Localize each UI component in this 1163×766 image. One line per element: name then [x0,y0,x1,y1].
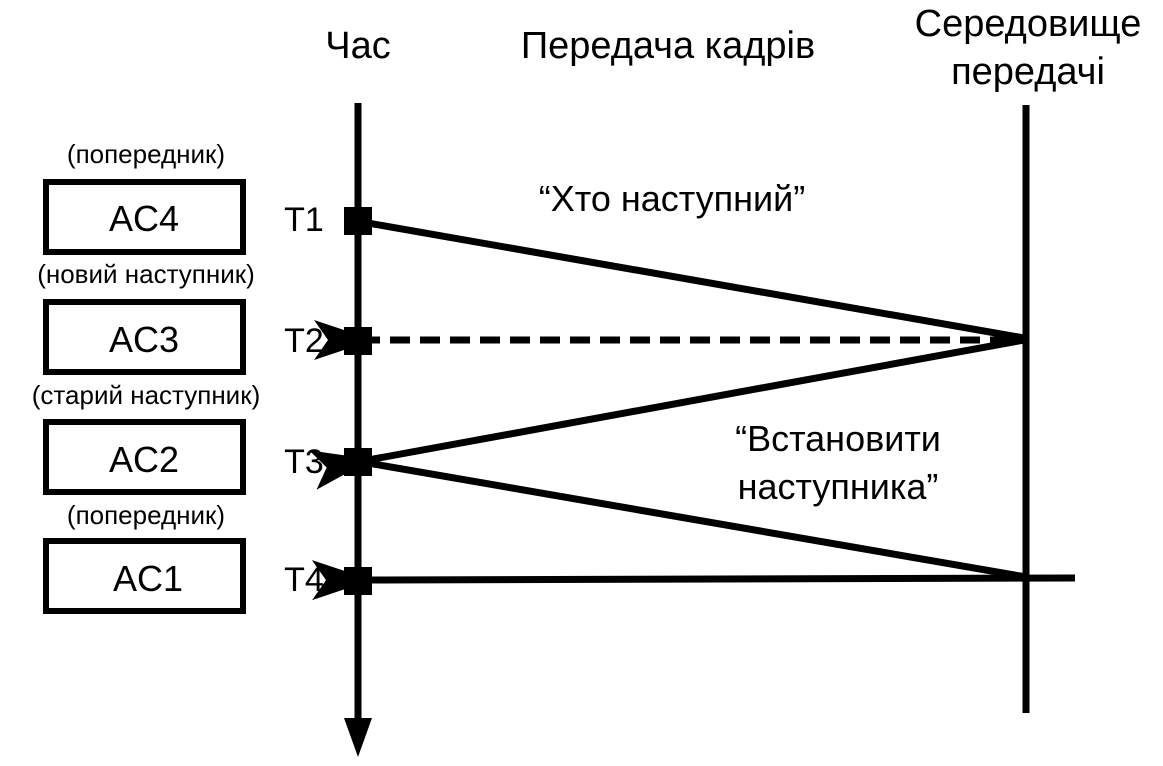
t2-marker [344,327,372,355]
station-ac1: AC1 [43,538,246,614]
set-next-arrow [309,336,1025,490]
set-next-message-line2: наступника” [738,466,939,507]
station-ac4-box [43,179,246,255]
time-axis-arrow-icon [344,718,372,757]
station-ac1-box [43,538,246,614]
t3-to-medium-line [361,458,1027,581]
station-ac3-role: (новий наступник) [37,259,255,289]
station-ac2-role: (старий наступник) [32,380,260,410]
t2-label: T2 [284,322,324,360]
station-ac4-role: (попередник) [67,139,225,169]
medium-header-line2: передачі [951,51,1105,93]
station-ac3: AC3 [43,299,246,375]
t1-marker [344,207,372,235]
time-header: Час [325,25,390,67]
t4-arrow [311,560,1076,601]
station-ac3-name: AC3 [109,319,179,360]
station-ac1-name: AC1 [113,558,183,599]
station-ac1-role: (попередник) [67,500,225,530]
set-next-message-line1: “Встановити [735,418,941,459]
station-ac2: AC2 [43,419,246,495]
t4-marker [344,567,372,595]
station-ac4-name: AC4 [109,198,179,239]
station-ac2-name: AC2 [109,439,179,480]
t3-marker [344,448,372,476]
t1-label: T1 [284,201,324,239]
station-ac4: AC4 [43,179,246,255]
station-ac2-box [43,419,246,495]
station-ac3-box [43,299,246,375]
who-next-line [361,218,1025,342]
medium-header-line1: Середовище [915,3,1142,45]
t4-label: T4 [284,561,324,599]
t3-label: T3 [284,443,324,481]
who-next-message: “Хто наступний” [539,178,805,219]
frames-header: Передача кадрів [521,25,815,67]
